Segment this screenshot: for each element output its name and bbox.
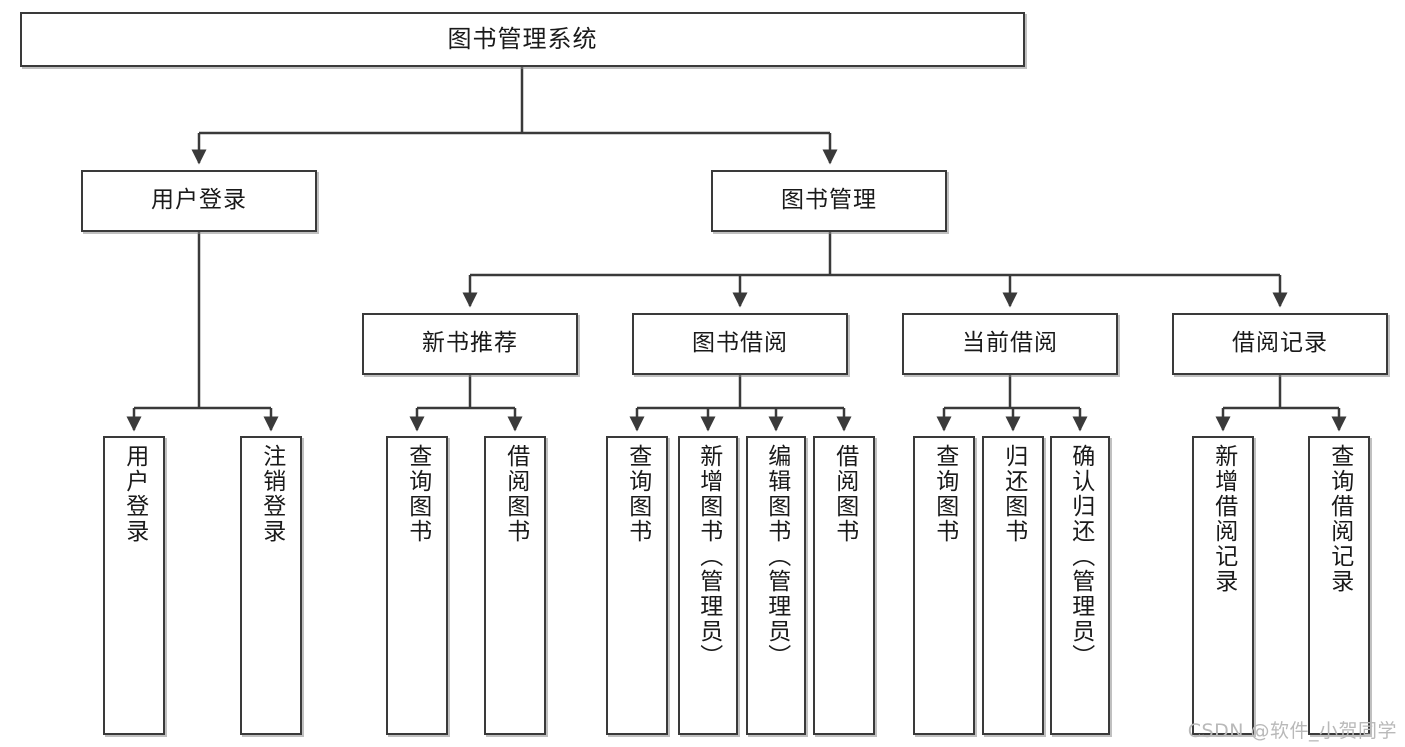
node-leaf[interactable]: 查询图书 bbox=[913, 436, 975, 735]
node-book-borrow[interactable]: 图书借阅 bbox=[632, 313, 848, 375]
node-current-borrow-label: 当前借阅 bbox=[962, 330, 1058, 357]
node-leaf[interactable]: 归还图书 bbox=[982, 436, 1044, 735]
node-new-book-recommend-label: 新书推荐 bbox=[422, 330, 518, 357]
node-book-manage-label: 图书管理 bbox=[781, 187, 877, 214]
node-root[interactable]: 图书管理系统 bbox=[20, 12, 1025, 67]
node-book-manage[interactable]: 图书管理 bbox=[711, 170, 947, 232]
node-book-borrow-label: 图书借阅 bbox=[692, 330, 788, 357]
node-user-login-label: 用户登录 bbox=[151, 187, 247, 214]
node-leaf[interactable]: 用户登录 bbox=[103, 436, 165, 735]
node-current-borrow[interactable]: 当前借阅 bbox=[902, 313, 1118, 375]
node-leaf[interactable]: 查询借阅记录 bbox=[1308, 436, 1370, 735]
node-leaf-label: 借阅图书 bbox=[831, 444, 858, 544]
watermark: CSDN @软件_小贺同学 bbox=[1187, 720, 1397, 742]
node-borrow-record-label: 借阅记录 bbox=[1232, 330, 1328, 357]
node-leaf[interactable]: 新增图书（管理员） bbox=[678, 436, 738, 735]
node-leaf[interactable]: 借阅图书 bbox=[484, 436, 546, 735]
node-leaf-label: 确认归还（管理员） bbox=[1067, 444, 1094, 669]
node-leaf-label: 新增图书（管理员） bbox=[695, 444, 722, 669]
node-leaf-label: 新增借阅记录 bbox=[1210, 444, 1237, 594]
node-borrow-record[interactable]: 借阅记录 bbox=[1172, 313, 1388, 375]
node-leaf-label: 归还图书 bbox=[1000, 444, 1027, 544]
node-leaf[interactable]: 借阅图书 bbox=[813, 436, 875, 735]
node-leaf-label: 注销登录 bbox=[258, 444, 285, 544]
node-leaf[interactable]: 查询图书 bbox=[606, 436, 668, 735]
node-user-login[interactable]: 用户登录 bbox=[81, 170, 317, 232]
node-leaf[interactable]: 确认归还（管理员） bbox=[1050, 436, 1110, 735]
node-leaf-label: 编辑图书（管理员） bbox=[763, 444, 790, 669]
node-root-label: 图书管理系统 bbox=[447, 25, 598, 54]
node-leaf-label: 查询图书 bbox=[624, 444, 651, 544]
node-new-book-recommend[interactable]: 新书推荐 bbox=[362, 313, 578, 375]
node-leaf-label: 借阅图书 bbox=[502, 444, 529, 544]
node-leaf[interactable]: 查询图书 bbox=[386, 436, 448, 735]
node-leaf[interactable]: 新增借阅记录 bbox=[1192, 436, 1254, 735]
node-leaf[interactable]: 编辑图书（管理员） bbox=[746, 436, 806, 735]
node-leaf-label: 查询借阅记录 bbox=[1326, 444, 1353, 594]
node-leaf-label: 查询图书 bbox=[404, 444, 431, 544]
node-leaf[interactable]: 注销登录 bbox=[240, 436, 302, 735]
node-leaf-label: 查询图书 bbox=[931, 444, 958, 544]
node-leaf-label: 用户登录 bbox=[121, 444, 148, 544]
